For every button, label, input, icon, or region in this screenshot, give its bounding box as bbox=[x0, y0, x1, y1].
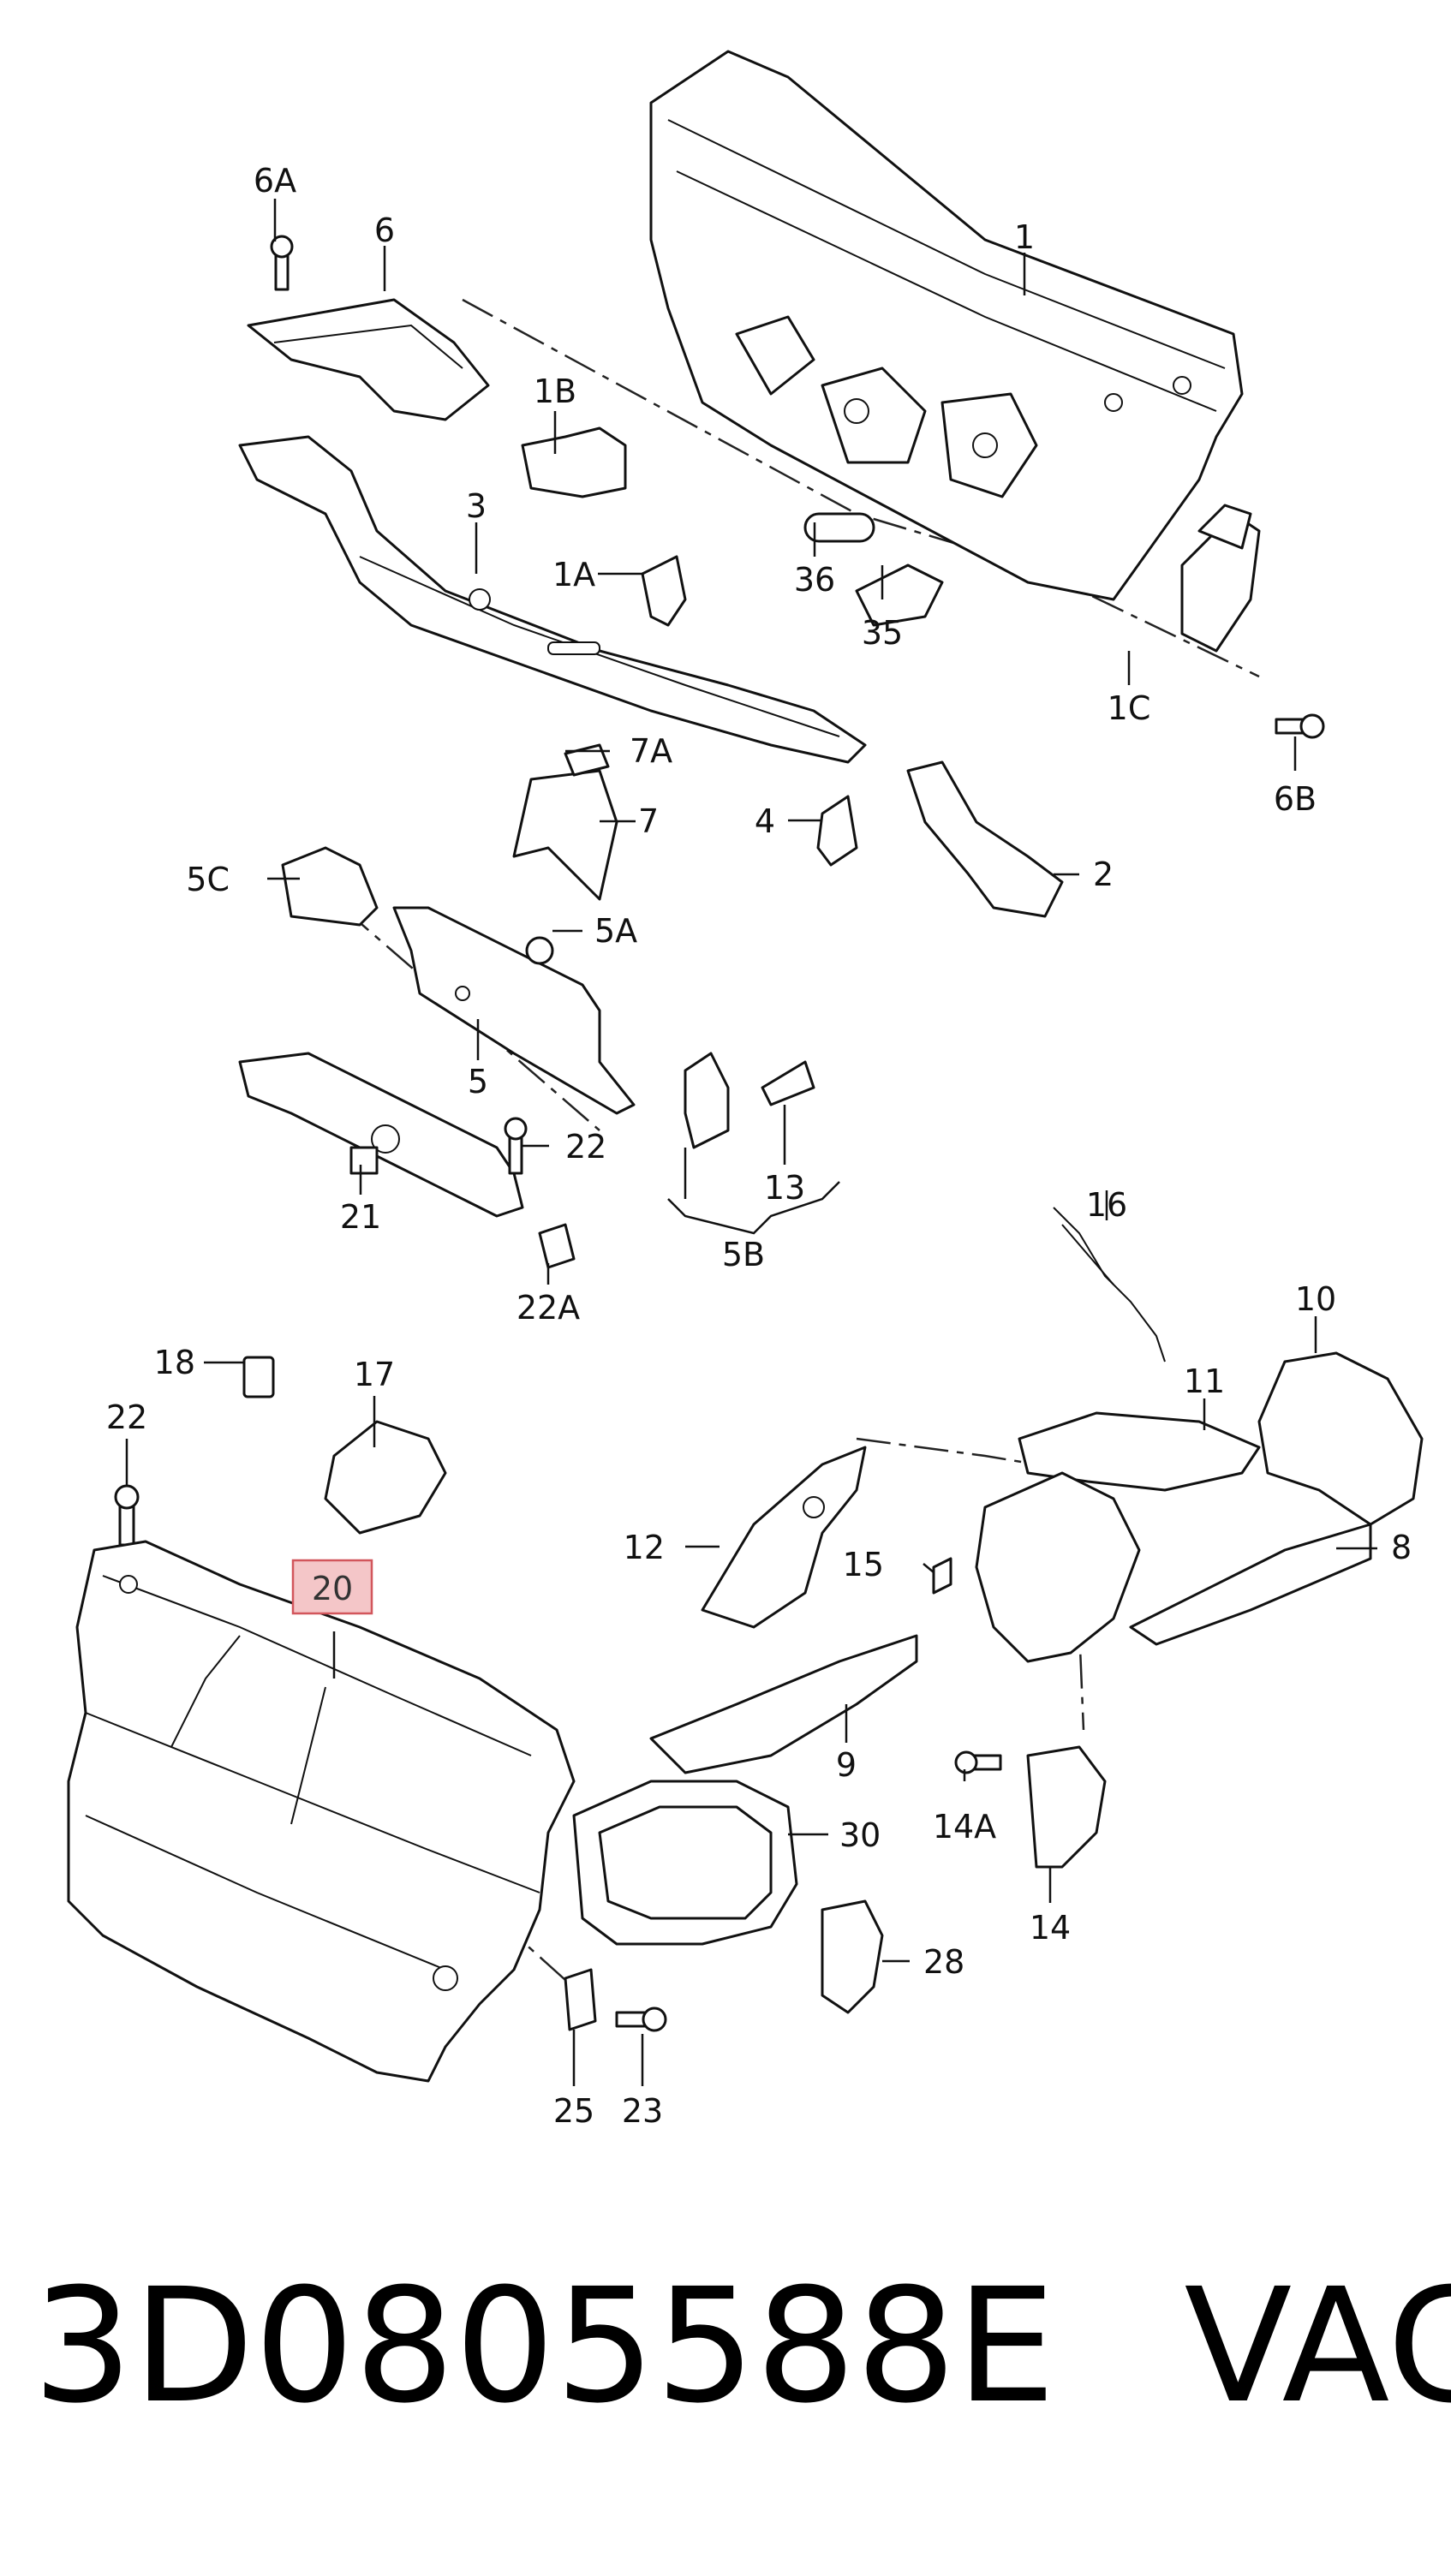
part-6a-bolt bbox=[270, 235, 294, 291]
callout-2: 2 bbox=[1093, 856, 1114, 893]
callout-11: 11 bbox=[1184, 1363, 1225, 1400]
callout-36: 36 bbox=[794, 561, 835, 599]
callout-1a: 1A bbox=[552, 556, 595, 593]
callout-22-left: 22 bbox=[106, 1398, 147, 1436]
part-13-bracket bbox=[761, 1060, 815, 1106]
wheelhouse-assembly bbox=[975, 1471, 1141, 1663]
part-6b-bolt bbox=[1275, 713, 1325, 739]
callout-1b: 1B bbox=[534, 373, 576, 410]
callout-25: 25 bbox=[553, 2092, 594, 2130]
callout-9: 9 bbox=[836, 1746, 857, 1784]
part-30-headlamp-frame bbox=[572, 1780, 798, 1946]
part-15-clip bbox=[932, 1557, 952, 1595]
callout-28: 28 bbox=[923, 1943, 964, 1981]
part-17-bracket bbox=[324, 1420, 447, 1535]
callout-16: 16 bbox=[1086, 1186, 1127, 1224]
callout-18: 18 bbox=[154, 1344, 195, 1381]
callout-labels: 1 6A 6 1B 3 1A 36 35 1C 6B 7A 7 4 2 5C 5… bbox=[106, 162, 1412, 2130]
part-18-plate bbox=[242, 1356, 275, 1398]
part-25-bracket bbox=[564, 1968, 597, 2031]
callout-15: 15 bbox=[843, 1546, 884, 1583]
callout-14a: 14A bbox=[933, 1808, 996, 1846]
part-23-bolt bbox=[615, 2007, 667, 2032]
callout-35: 35 bbox=[862, 614, 903, 652]
part-7-bracket bbox=[512, 769, 618, 901]
part-3-cross-member bbox=[238, 435, 867, 764]
part-1c-bracket bbox=[1180, 504, 1261, 653]
part-22a-clip bbox=[538, 1223, 576, 1269]
part-number: 3D0805588E bbox=[33, 2255, 1056, 2438]
callout-5a: 5A bbox=[594, 912, 637, 950]
part-2-bracket bbox=[906, 760, 1064, 918]
part-5a-nut bbox=[525, 936, 554, 965]
part-20-lock-carrier bbox=[67, 1540, 576, 2083]
part-36-seal bbox=[803, 512, 875, 543]
part-11-longitudinal bbox=[1018, 1411, 1261, 1492]
part-14-bracket bbox=[1026, 1745, 1107, 1869]
callout-12: 12 bbox=[624, 1529, 665, 1566]
callout-5c: 5C bbox=[186, 861, 230, 898]
callout-3: 3 bbox=[466, 487, 487, 525]
callout-6b: 6B bbox=[1274, 780, 1317, 818]
part-21-panel bbox=[238, 1052, 524, 1218]
brand-name: VAG bbox=[1184, 2255, 1451, 2438]
part-9-bracket bbox=[649, 1634, 918, 1774]
part-number-footer: 3D0805588E VAG bbox=[33, 2255, 1451, 2438]
part-5b-bracket bbox=[684, 1052, 730, 1149]
callout-23: 23 bbox=[622, 2092, 663, 2130]
part-4-bracket bbox=[816, 795, 858, 867]
callout-10: 10 bbox=[1295, 1280, 1336, 1318]
callout-21: 21 bbox=[340, 1198, 381, 1236]
part-12-bracket bbox=[701, 1446, 867, 1629]
bracket-5b bbox=[667, 1181, 840, 1235]
callout-6a: 6A bbox=[254, 162, 296, 200]
part-35-seal bbox=[855, 564, 944, 627]
part-22-bolt bbox=[504, 1117, 528, 1175]
callout-14: 14 bbox=[1030, 1909, 1071, 1947]
highlight-box-20 bbox=[291, 1559, 373, 1615]
callout-7: 7 bbox=[638, 802, 659, 840]
part-10-wheelhouse bbox=[1257, 1351, 1424, 1526]
callout-5b: 5B bbox=[722, 1236, 765, 1273]
callout-7a: 7A bbox=[630, 732, 672, 770]
callout-8: 8 bbox=[1391, 1529, 1412, 1566]
part-8-member bbox=[1129, 1523, 1372, 1646]
callout-5: 5 bbox=[468, 1063, 488, 1100]
part-5c-bracket bbox=[281, 846, 379, 927]
callout-4: 4 bbox=[755, 802, 775, 840]
callout-22a: 22A bbox=[517, 1289, 580, 1327]
callout-22-mid: 22 bbox=[565, 1128, 606, 1166]
part-7a-clip bbox=[564, 743, 610, 777]
part-6-bracket bbox=[247, 298, 490, 421]
callout-1c: 1C bbox=[1108, 689, 1151, 727]
leader-lines bbox=[125, 199, 1377, 2086]
part-28-bracket bbox=[821, 1899, 884, 2014]
callout-1: 1 bbox=[1014, 218, 1035, 256]
part-1a-bracket bbox=[641, 555, 687, 627]
part-1-upper-panel bbox=[649, 50, 1244, 601]
callout-20: 20 bbox=[312, 1570, 353, 1607]
part-1b-bracket bbox=[521, 426, 627, 498]
callout-17: 17 bbox=[354, 1356, 395, 1393]
parts-diagram: 20 1 6A 6 1B 3 1A 36 35 1C 6B 7A 7 4 2 5… bbox=[67, 50, 1424, 2130]
callout-6: 6 bbox=[374, 212, 395, 249]
callout-30: 30 bbox=[839, 1816, 881, 1854]
part-16-bracket bbox=[1053, 1207, 1166, 1363]
part-22-bolt-left bbox=[114, 1484, 140, 1547]
part-14a-bolt bbox=[954, 1750, 1002, 1774]
callout-13: 13 bbox=[764, 1169, 805, 1207]
